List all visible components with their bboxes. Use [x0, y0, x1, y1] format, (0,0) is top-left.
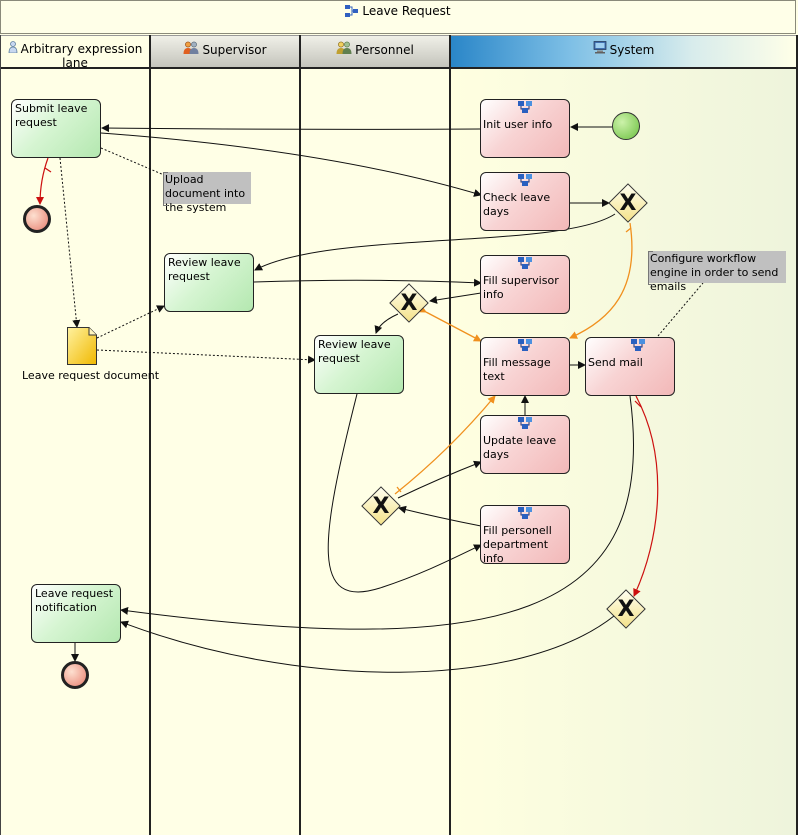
task-init-user-info[interactable]: Init user info — [480, 99, 570, 158]
lane-label: Personnel — [355, 43, 414, 57]
annotation-upload-document[interactable]: Upload document into the system — [163, 172, 251, 214]
gateway-marker: X — [617, 596, 635, 622]
computer-icon — [593, 41, 606, 54]
process-icon — [345, 5, 359, 17]
service-task-icon — [518, 417, 532, 429]
task-label: Update leave days — [483, 434, 557, 461]
lane-header-arbitrary: Arbitrary expression lane — [1, 35, 149, 70]
task-label: Fill personell department info — [483, 524, 552, 564]
service-task-icon — [518, 507, 532, 519]
document-icon[interactable] — [67, 327, 97, 365]
task-label: Check leave days — [483, 191, 551, 218]
task-update-leave-days[interactable]: Update leave days — [480, 415, 570, 474]
pool-title-text: Leave Request — [362, 4, 451, 18]
gateway-marker: X — [372, 493, 390, 519]
service-task-icon — [518, 257, 532, 269]
user-icon — [8, 41, 18, 53]
task-review-leave-request-personnel[interactable]: Review leave request — [314, 335, 404, 394]
service-task-icon — [518, 339, 532, 351]
end-event-2[interactable] — [61, 661, 89, 689]
lane-header-personnel: Personnel — [301, 35, 449, 69]
lane-header-supervisor: Supervisor — [151, 35, 299, 69]
task-label: Fill supervisor info — [483, 274, 559, 301]
task-submit-leave-request[interactable]: Submit leave request — [11, 99, 101, 158]
gateway-marker: X — [400, 290, 418, 316]
lane-supervisor[interactable]: Supervisor — [151, 35, 301, 835]
end-event-1[interactable] — [23, 205, 51, 233]
gateway-exclusive-4[interactable]: X — [606, 589, 646, 629]
lane-label: System — [609, 43, 655, 57]
lane-personnel[interactable]: Personnel — [301, 35, 451, 835]
data-object-label: Leave request document — [22, 369, 160, 382]
group-icon — [336, 41, 352, 54]
gateway-exclusive-3[interactable]: X — [361, 486, 401, 526]
start-event[interactable] — [612, 112, 640, 140]
task-label: Review leave request — [168, 256, 241, 283]
task-leave-request-notification[interactable]: Leave request notification — [31, 584, 121, 643]
service-task-icon — [518, 174, 532, 186]
lane-label: Supervisor — [202, 43, 267, 57]
group-icon — [183, 41, 199, 54]
annotation-text: Upload document into the system — [165, 173, 246, 214]
task-label: Send mail — [588, 356, 643, 369]
task-label: Init user info — [483, 118, 553, 131]
service-task-icon — [631, 339, 645, 351]
gateway-exclusive-2[interactable]: X — [389, 283, 429, 323]
task-fill-supervisor-info[interactable]: Fill supervisor info — [480, 255, 570, 314]
task-check-leave-days[interactable]: Check leave days — [480, 172, 570, 231]
service-task-icon — [518, 101, 532, 113]
annotation-configure-workflow[interactable]: Configure workflow engine in order to se… — [648, 251, 786, 293]
gateway-exclusive-1[interactable]: X — [608, 183, 648, 223]
task-fill-message-text[interactable]: Fill message text — [480, 337, 570, 396]
gateway-marker: X — [619, 190, 637, 216]
task-label: Leave request notification — [35, 587, 114, 614]
task-label: Review leave request — [318, 338, 391, 365]
pool-header — [0, 0, 796, 34]
task-send-mail[interactable]: Send mail — [585, 337, 675, 396]
task-review-leave-request-supervisor[interactable]: Review leave request — [164, 253, 254, 312]
task-fill-personell-department-info[interactable]: Fill personell department info — [480, 505, 570, 564]
task-label: Submit leave request — [15, 102, 88, 129]
annotation-text: Configure workflow engine in order to se… — [650, 252, 779, 293]
lane-label: Arbitrary expression lane — [20, 42, 143, 70]
pool-title: Leave Request — [0, 0, 796, 38]
lane-header-system: System — [451, 35, 796, 69]
task-label: Fill message text — [483, 356, 551, 383]
